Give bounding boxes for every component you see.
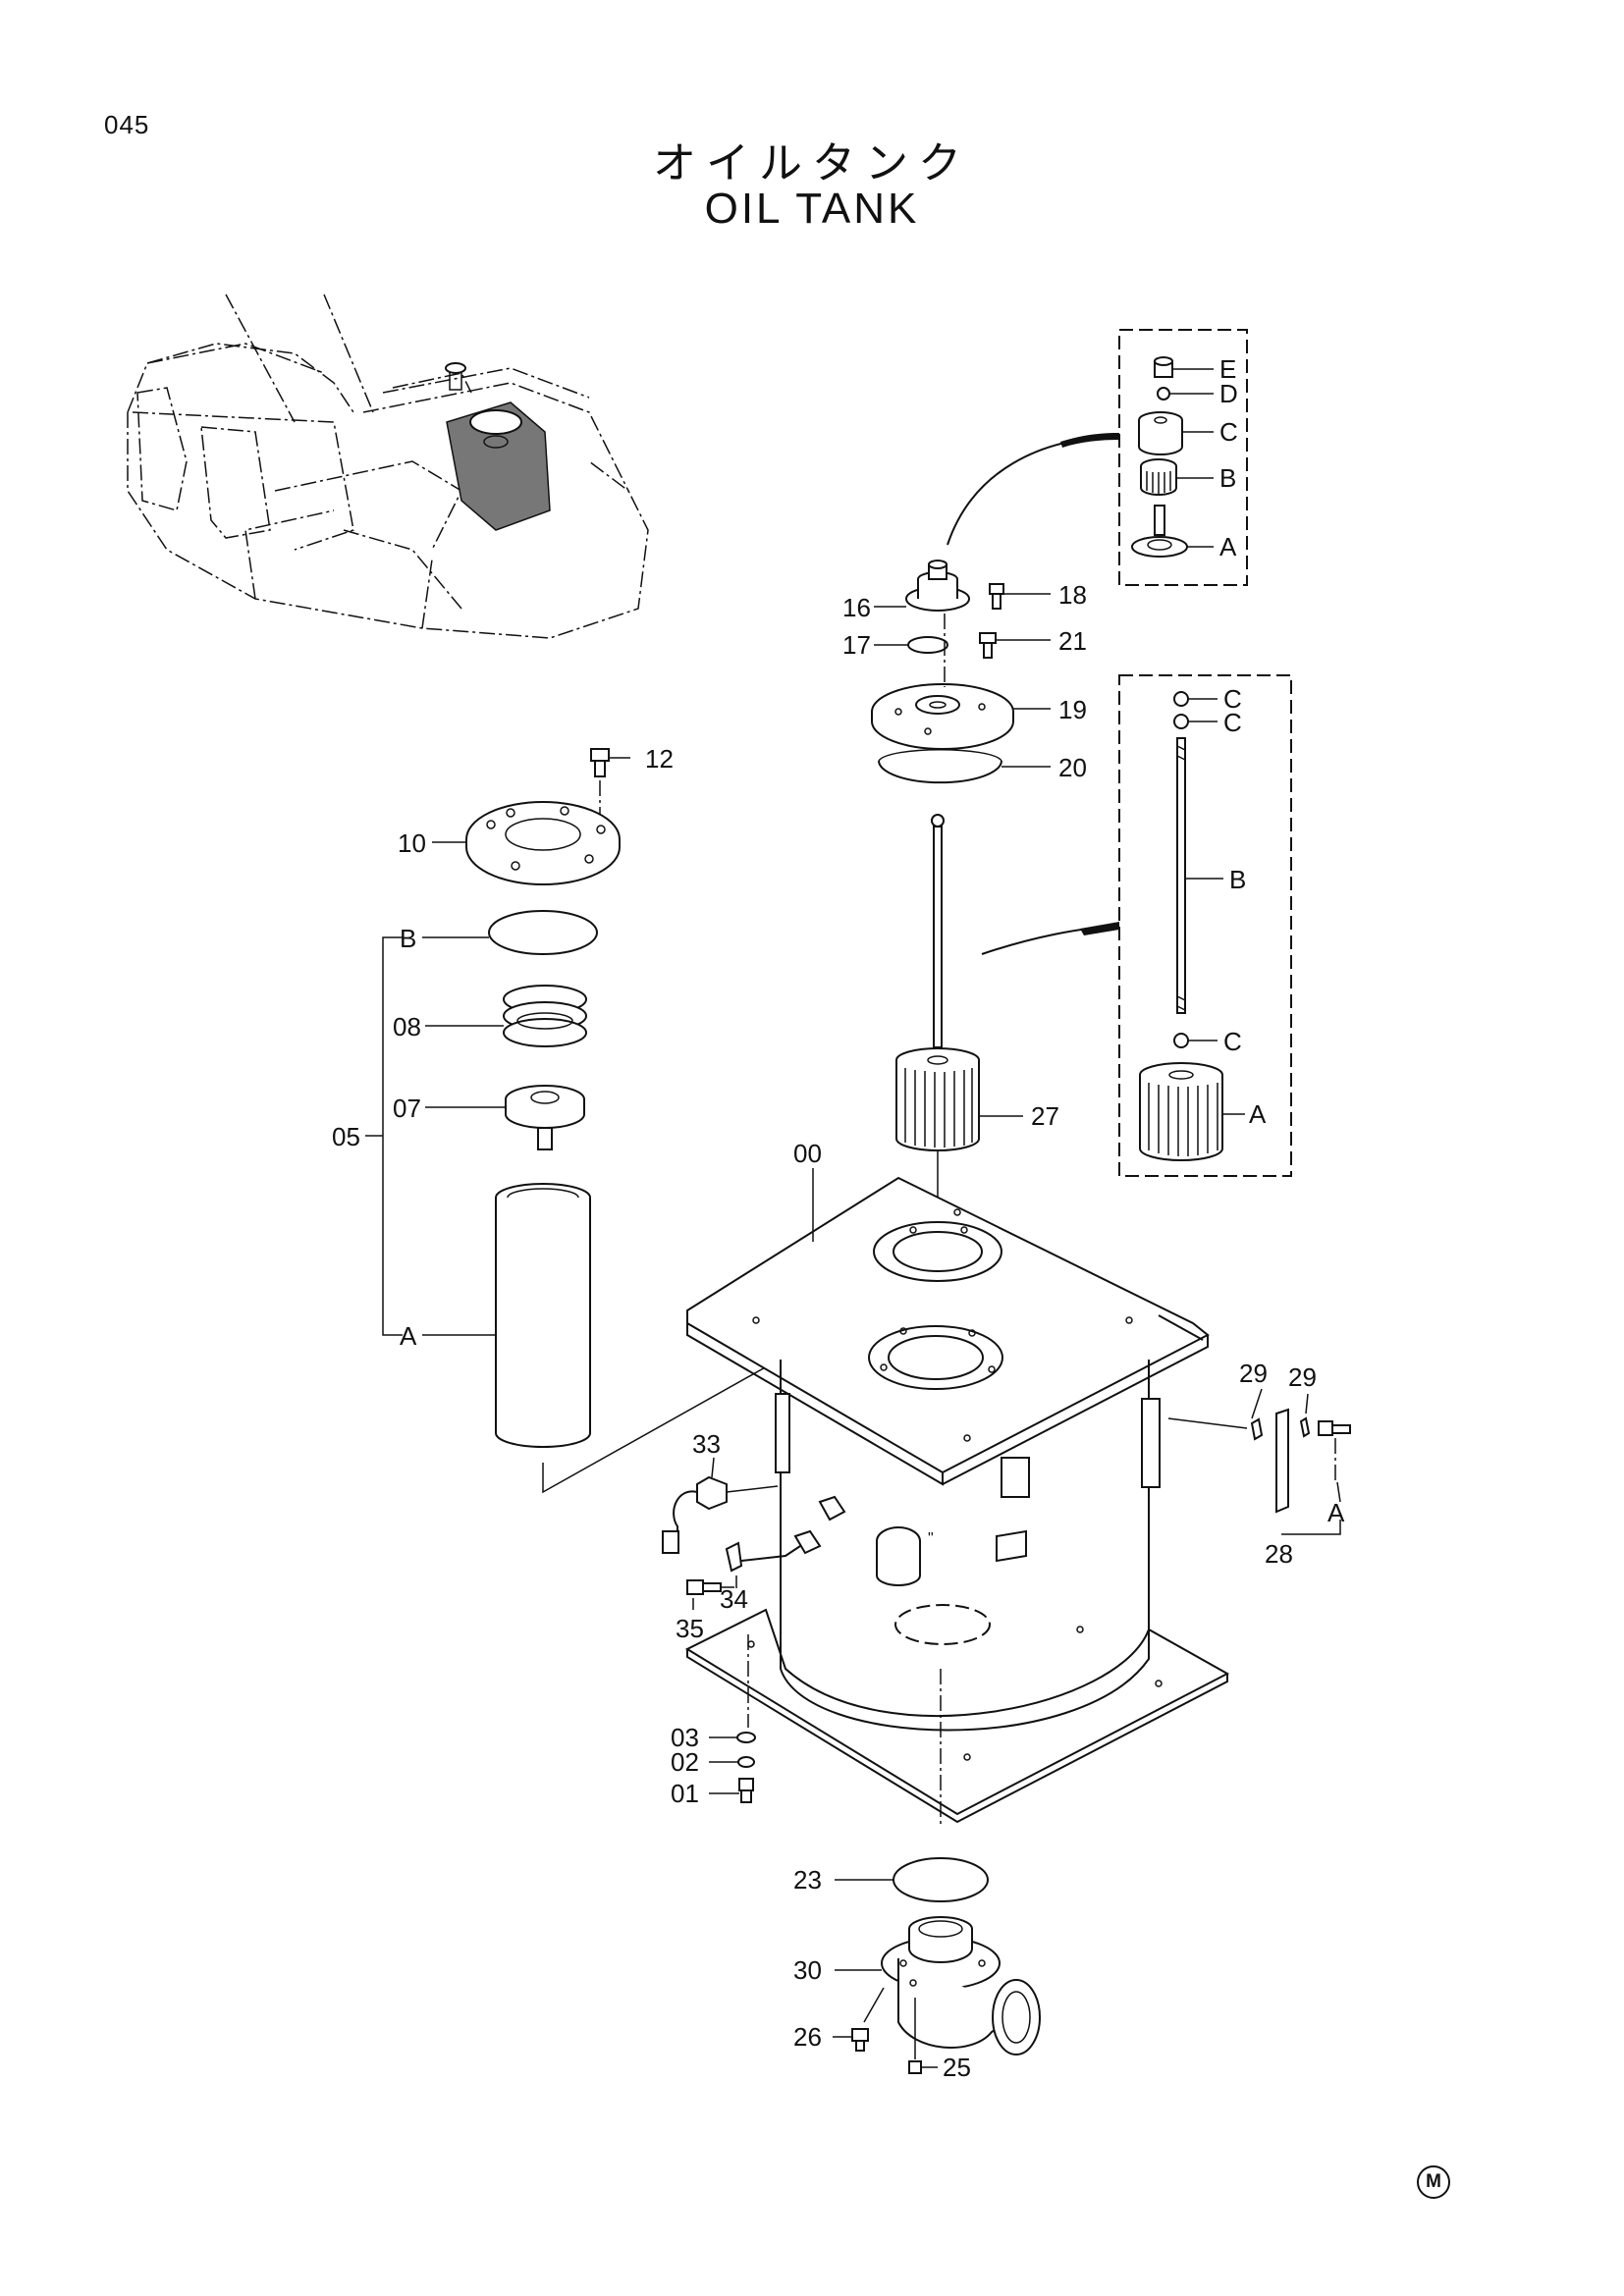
- callout-08: 08: [393, 1012, 421, 1041]
- callout-26: 26: [793, 2022, 822, 2052]
- oil-tank-body: ": [684, 1176, 1230, 1826]
- callout-27: 27: [1031, 1101, 1059, 1131]
- callout-33: 33: [692, 1429, 721, 1459]
- strainer-assembly: [895, 814, 1023, 1237]
- callout-21: 21: [1058, 626, 1087, 656]
- detail-upper-b: B: [1219, 463, 1236, 493]
- side-bracket-parts: [1167, 1408, 1351, 1535]
- callout-02: 02: [671, 1747, 699, 1777]
- callout-30: 30: [793, 1955, 822, 1985]
- leader-arrow-breather: [947, 436, 1120, 546]
- callout-29-left: 29: [1239, 1359, 1268, 1388]
- callout-16: 16: [842, 593, 871, 622]
- svg-text:": ": [928, 1530, 934, 1547]
- callout-10: 10: [398, 828, 426, 858]
- callout-34: 34: [720, 1584, 748, 1614]
- callout-01: 01: [671, 1779, 699, 1808]
- callout-03: 03: [671, 1723, 699, 1752]
- detail-upper-c: C: [1219, 417, 1238, 447]
- callout-05-b: B: [400, 924, 416, 953]
- callout-05-a: A: [400, 1321, 417, 1351]
- detail-lower-a: A: [1249, 1099, 1267, 1129]
- callout-28: 28: [1265, 1539, 1293, 1569]
- detail-lower-c3: C: [1223, 1027, 1242, 1056]
- callout-19: 19: [1058, 695, 1087, 724]
- callout-07: 07: [393, 1094, 421, 1123]
- title-japanese: オイルタンク: [653, 138, 971, 188]
- callout-05: 05: [332, 1122, 360, 1151]
- detail-lower-c2: C: [1223, 708, 1242, 737]
- callout-23: 23: [793, 1865, 822, 1895]
- machine-overview: [127, 294, 649, 639]
- page-number: 045: [104, 110, 150, 139]
- detail-lower-c1: C: [1223, 684, 1242, 714]
- callout-35: 35: [676, 1614, 704, 1643]
- callout-00: 00: [793, 1139, 822, 1168]
- base-fasteners: [709, 1634, 756, 1803]
- callout-20: 20: [1058, 753, 1087, 782]
- breather-detail-box: [1118, 329, 1248, 586]
- maker-mark-icon: M: [1417, 2165, 1450, 2199]
- strainer-detail-box: [1118, 674, 1292, 1177]
- callout-25: 25: [943, 2053, 971, 2082]
- callout-29-right: 29: [1288, 1362, 1317, 1392]
- callout-18: 18: [1058, 580, 1087, 610]
- breather-assembly: [871, 560, 1051, 784]
- detail-upper-e: E: [1219, 354, 1236, 384]
- title-english: OIL TANK: [704, 185, 920, 233]
- callout-28-a: A: [1327, 1498, 1345, 1527]
- detail-lower-b: B: [1229, 865, 1246, 894]
- detail-upper-a: A: [1219, 532, 1237, 561]
- suction-port-assembly: [833, 1857, 1041, 2074]
- return-filter-assembly: [365, 748, 929, 1494]
- callout-17: 17: [842, 630, 871, 660]
- level-sensor-parts: [662, 1475, 801, 1595]
- detail-upper-d: D: [1219, 379, 1238, 408]
- callout-12: 12: [645, 744, 674, 774]
